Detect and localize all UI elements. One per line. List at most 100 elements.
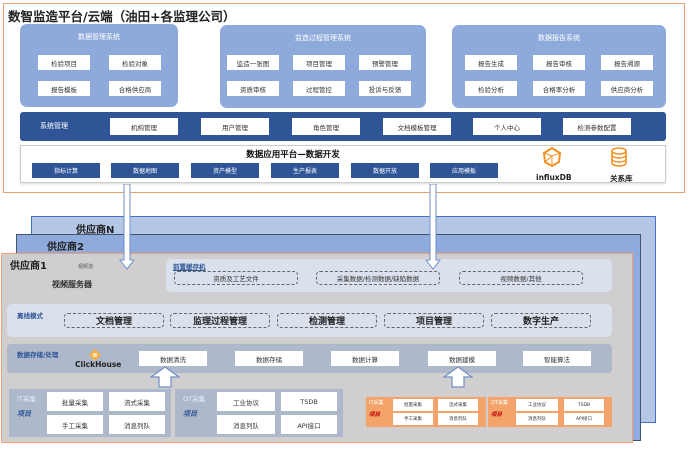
module-button[interactable]: 检验对象 (109, 55, 161, 70)
down-arrow-icon (118, 183, 136, 270)
front-cache-panel: 前置缓存机 资质及工艺文件 采集数据/检测数据/缺陷数据 视频数据/其他 (166, 259, 612, 292)
data-development-platform: 数据应用平台—数据开发 指标计算 数据地图 资产模型 生产报表 数据开放 应用模… (20, 145, 666, 183)
it-collection-label: IT采集 (369, 400, 384, 406)
supplier-n-title: 供应商N (76, 225, 115, 236)
offline-module: 项目管理 (384, 313, 484, 328)
system-management-bar: 系统管理 机构管理 用户管理 角色管理 文档模板管理 个人中心 检测参数配置 (20, 112, 666, 141)
data-report-system: 数据报告系统 报告生成 报告审核 报告溯源 检验分析 合格率分析 供应商分析 (452, 25, 666, 108)
system-mgmt-button[interactable]: 角色管理 (292, 118, 360, 135)
collection-button[interactable]: 流式采集 (109, 392, 165, 411)
collection-button[interactable]: 批量采集 (47, 392, 103, 411)
collection-button[interactable]: 手工采集 (393, 413, 433, 425)
module-button[interactable]: 过程管控 (293, 81, 345, 96)
module-button[interactable]: 供应商分析 (601, 81, 653, 96)
ot-collection-label: OT采集 (183, 395, 206, 403)
supervision-process-system: 监造过程管理系统 监造一张图 项目管理 预警管理 资质审核 过程管控 投诉与反馈 (220, 25, 426, 108)
it-collection-panel-small: IT采集 项目 批量采集 流式采集 手工采集 消息列队 (366, 397, 486, 427)
collection-button[interactable]: 工业协议 (217, 392, 275, 411)
offline-mode-label: 离线模式 (17, 312, 43, 320)
module-button[interactable]: 预警管理 (359, 55, 411, 70)
supplier-1-card: 供应商1 视频流 视频服务器 前置缓存机 资质及工艺文件 采集数据/检测数据/缺… (1, 253, 633, 443)
system-title: 监造过程管理系统 (295, 34, 351, 42)
down-arrow-icon (424, 183, 442, 270)
data-storage-label: 数据存储/处理 (17, 351, 59, 359)
collection-button[interactable]: 批量采集 (393, 399, 433, 411)
system-mgmt-button[interactable]: 个人中心 (473, 118, 541, 135)
offline-module: 检测管理 (277, 313, 377, 328)
data-storage-panel: 数据存储/处理 ClickHouse 数据清洗 数据存储 数据计算 数据建模 智… (7, 344, 612, 373)
storage-button[interactable]: 数据存储 (235, 351, 303, 366)
collection-button[interactable]: 消息列队 (217, 415, 275, 434)
system-title: 数据管理系统 (78, 33, 120, 41)
offline-module: 数字生产 (491, 313, 591, 328)
relational-db-label: 关系库 (610, 174, 633, 183)
it-collection-panel: IT采集 项目 批量采集 流式采集 手工采集 消息列队 (9, 389, 171, 437)
clickhouse-icon (89, 346, 101, 361)
influxdb-icon (542, 146, 562, 168)
ot-collection-panel: OT采集 项目 工业协议 TSDB 消息列队 API接口 (175, 389, 343, 437)
storage-button[interactable]: 数据建模 (428, 351, 496, 366)
storage-button[interactable]: 数据计算 (331, 351, 399, 366)
system-mgmt-button[interactable]: 机构管理 (110, 118, 178, 135)
collection-button[interactable]: API接口 (281, 415, 337, 434)
system-mgmt-button[interactable]: 检测参数配置 (563, 118, 631, 135)
module-button[interactable]: 项目管理 (293, 55, 345, 70)
module-button[interactable]: 检验项目 (38, 55, 90, 70)
dev-platform-button[interactable]: 数据开放 (351, 163, 419, 178)
front-cache-label: 前置缓存机 (173, 263, 206, 271)
module-button[interactable]: 检验分析 (465, 81, 517, 96)
collection-button[interactable]: TSDB (281, 392, 337, 411)
cache-item: 视频数据/其他 (459, 271, 583, 285)
dev-platform-button[interactable]: 应用模板 (430, 163, 498, 178)
dev-platform-button[interactable]: 资产模型 (191, 163, 259, 178)
module-button[interactable]: 报告溯源 (601, 55, 653, 70)
offline-module: 监理过程管理 (170, 313, 270, 328)
module-button[interactable]: 报告模板 (38, 81, 90, 96)
dev-platform-button[interactable]: 生产报表 (271, 163, 339, 178)
offline-module: 文档管理 (64, 313, 164, 328)
system-mgmt-button[interactable]: 文档模板管理 (383, 118, 451, 135)
collection-button[interactable]: 手工采集 (47, 415, 103, 434)
collection-button[interactable]: TSDB (564, 399, 604, 411)
collection-button[interactable]: 流式采集 (438, 399, 478, 411)
video-stream-label: 视频流 (78, 264, 94, 270)
system-title: 数据报告系统 (538, 34, 580, 42)
dev-platform-button[interactable]: 数据地图 (111, 163, 179, 178)
module-button[interactable]: 合格供应商 (109, 81, 161, 96)
cache-item: 资质及工艺文件 (174, 271, 298, 285)
cache-item: 采集数据/检测数据/缺陷数据 (316, 271, 440, 285)
database-icon (611, 147, 627, 167)
storage-button[interactable]: 智能算法 (523, 351, 591, 366)
dev-platform-button[interactable]: 指标计算 (32, 163, 100, 178)
storage-button[interactable]: 数据清洗 (139, 351, 207, 366)
collection-button[interactable]: 消息列队 (109, 415, 165, 434)
up-arrow-icon (442, 366, 474, 388)
project-label: 项目 (183, 410, 197, 418)
project-label: 项目 (17, 410, 31, 418)
influxdb-label: influxDB (536, 173, 572, 182)
module-button[interactable]: 监造一张图 (227, 55, 279, 70)
module-button[interactable]: 资质审核 (227, 81, 279, 96)
video-server-label: 视频服务器 (52, 280, 92, 289)
system-mgmt-button[interactable]: 用户管理 (201, 118, 269, 135)
ot-collection-panel-small: OT采集 项目 工业协议 TSDB 消息列队 API接口 (488, 397, 612, 427)
collection-button[interactable]: 工业协议 (516, 399, 558, 411)
module-button[interactable]: 报告生成 (465, 55, 517, 70)
system-management-label: 系统管理 (40, 122, 68, 130)
collection-button[interactable]: 消息列队 (516, 413, 558, 425)
clickhouse-label: ClickHouse (75, 360, 122, 369)
module-button[interactable]: 投诉与反馈 (359, 81, 411, 96)
project-label: 项目 (491, 412, 503, 418)
ot-collection-label: OT采集 (491, 400, 508, 406)
data-management-system: 数据管理系统 检验项目 检验对象 报告模板 合格供应商 (20, 24, 178, 107)
module-button[interactable]: 合格率分析 (533, 81, 585, 96)
collection-button[interactable]: 消息列队 (438, 413, 478, 425)
module-button[interactable]: 报告审核 (533, 55, 585, 70)
up-arrow-icon (149, 366, 181, 388)
it-collection-label: IT采集 (17, 395, 36, 403)
cloud-platform-title: 数智监造平台/云端（油田+各监理公司） (8, 9, 236, 24)
project-label: 项目 (369, 412, 381, 418)
supplier-1-title: 供应商1 (10, 261, 47, 272)
collection-button[interactable]: API接口 (564, 413, 604, 425)
platform-title: 数据应用平台—数据开发 (246, 150, 340, 160)
